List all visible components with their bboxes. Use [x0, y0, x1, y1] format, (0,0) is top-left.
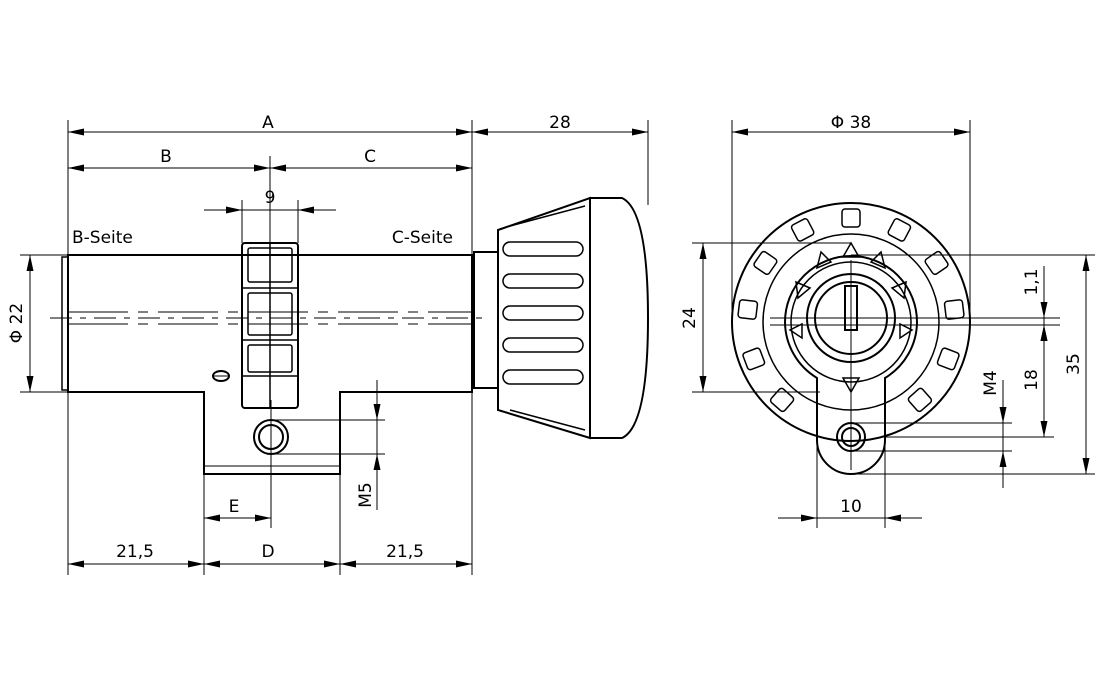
thumb-turn-knob — [473, 196, 650, 440]
dim-28: 28 — [472, 113, 649, 205]
side-view: A 28 B C 9 — [7, 113, 650, 575]
label-m4: M4 — [981, 370, 1001, 395]
dim-24: 24 — [680, 242, 851, 393]
front-view: Φ 38 24 1,1 M4 — [680, 113, 1095, 528]
label-24: 24 — [680, 307, 700, 329]
label-28: 28 — [549, 113, 571, 133]
label-dia-38: Φ 38 — [831, 113, 871, 133]
label-b-side: B-Seite — [72, 228, 133, 248]
label-9: 9 — [265, 188, 276, 208]
dim-m4: M4 — [851, 370, 1012, 488]
label-c-side: C-Seite — [392, 228, 453, 248]
label-e: E — [229, 497, 240, 517]
label-a: A — [262, 113, 274, 133]
dim-b-c: B C — [68, 147, 472, 243]
label-m5: M5 — [356, 482, 376, 507]
dim-9: 9 — [204, 188, 336, 243]
label-18: 18 — [1022, 369, 1042, 391]
label-c: C — [364, 147, 376, 167]
dim-a: A — [67, 113, 473, 255]
label-10: 10 — [840, 497, 862, 517]
label-dia-22: Φ 22 — [7, 303, 27, 343]
dim-dia-38: Φ 38 — [731, 113, 971, 322]
label-b: B — [160, 147, 172, 167]
dim-35: 35 — [851, 254, 1095, 475]
dim-dia-22: Φ 22 — [7, 254, 68, 393]
dim-e: E — [203, 474, 271, 575]
rim-notches — [737, 208, 965, 413]
label-1-1: 1,1 — [1022, 268, 1042, 295]
label-right-21-5: 21,5 — [386, 542, 424, 562]
label-left-21-5: 21,5 — [116, 542, 154, 562]
dim-18: 18 — [880, 325, 1054, 438]
label-35: 35 — [1064, 353, 1084, 375]
dim-m5: M5 — [271, 380, 385, 510]
dim-10: 10 — [778, 440, 922, 528]
label-d: D — [261, 542, 274, 562]
dim-bottom: 21,5 D 21,5 — [67, 392, 473, 575]
